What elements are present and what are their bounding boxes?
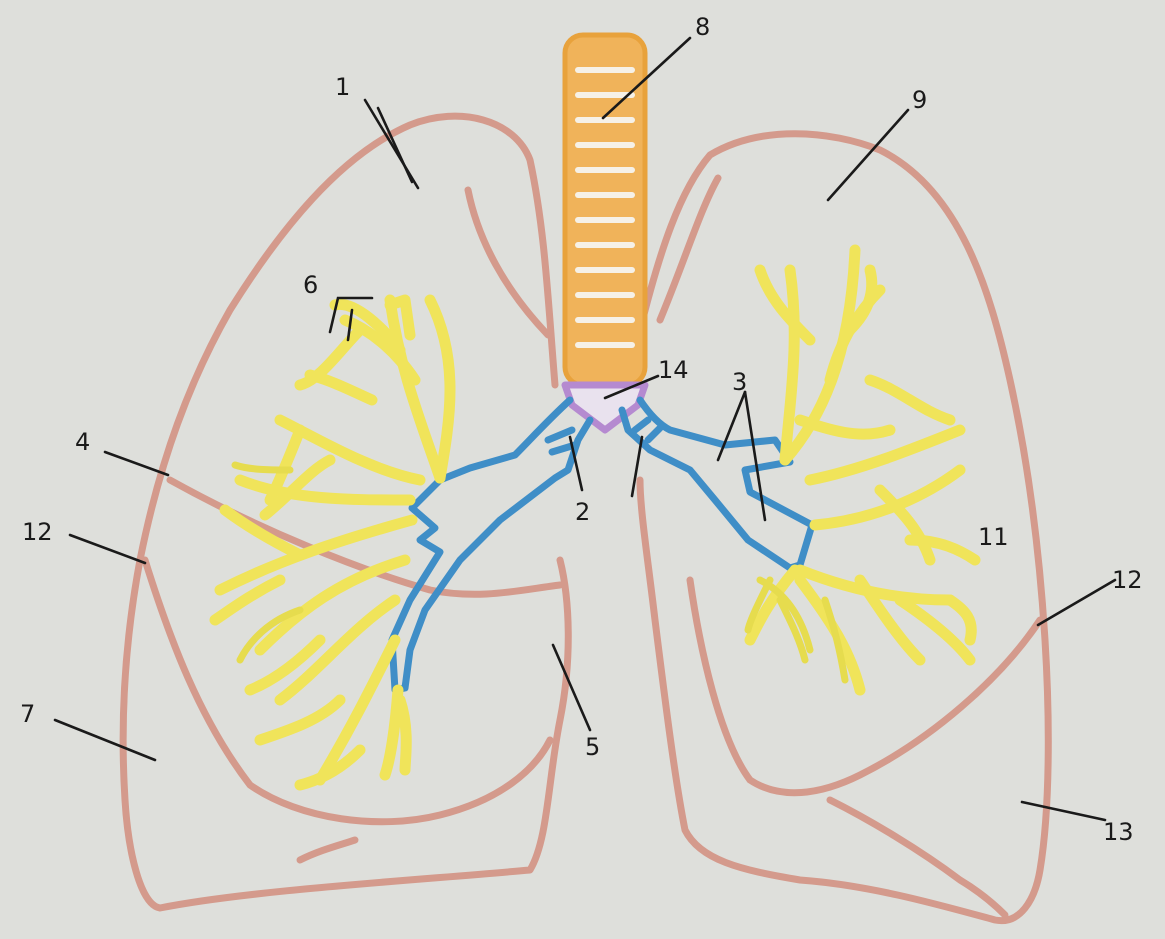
leader-4 — [105, 452, 168, 475]
trachea — [565, 35, 645, 385]
left-bronchus-tick-1 — [635, 420, 648, 430]
label-14: 14 — [658, 356, 689, 384]
leader-3b — [745, 392, 765, 520]
right-lower-lobe-line — [145, 560, 550, 822]
left-bronchial-tree — [748, 250, 975, 690]
label-8: 8 — [695, 13, 710, 41]
leader-1b — [378, 108, 412, 182]
carina — [565, 385, 645, 430]
label-3: 3 — [732, 368, 747, 396]
label-9: 9 — [912, 86, 927, 114]
label-12-left-lung: 12 — [1112, 566, 1143, 594]
left-inner-upper-line — [660, 178, 718, 320]
right-lung — [123, 116, 568, 908]
label-13: 13 — [1103, 818, 1134, 846]
label-1: 1 — [335, 73, 350, 101]
leader-9 — [828, 110, 908, 200]
left-oblique-fissure — [690, 580, 1040, 793]
label-4: 4 — [75, 428, 90, 456]
bronchi — [392, 400, 812, 690]
leader-7-bottom — [55, 720, 155, 760]
label-7-bottom: 7 — [20, 700, 35, 728]
right-bronchus-tick-1 — [548, 430, 572, 440]
leader-13 — [1022, 802, 1105, 820]
right-bronchial-tree — [215, 300, 450, 785]
label-6: 6 — [303, 271, 318, 299]
label-12-right-lung: 12 — [22, 518, 53, 546]
leader-12-right — [70, 535, 145, 563]
label-11: 11 — [978, 523, 1009, 551]
right-base-line — [300, 840, 355, 860]
trachea-tube — [565, 35, 645, 385]
leader-12-left — [1038, 580, 1115, 625]
label-5: 5 — [585, 733, 600, 761]
left-bronchus-tick-2 — [648, 428, 660, 440]
right-main-bronchus — [392, 400, 590, 690]
leader-3a — [718, 392, 745, 460]
label-2: 2 — [575, 498, 590, 526]
